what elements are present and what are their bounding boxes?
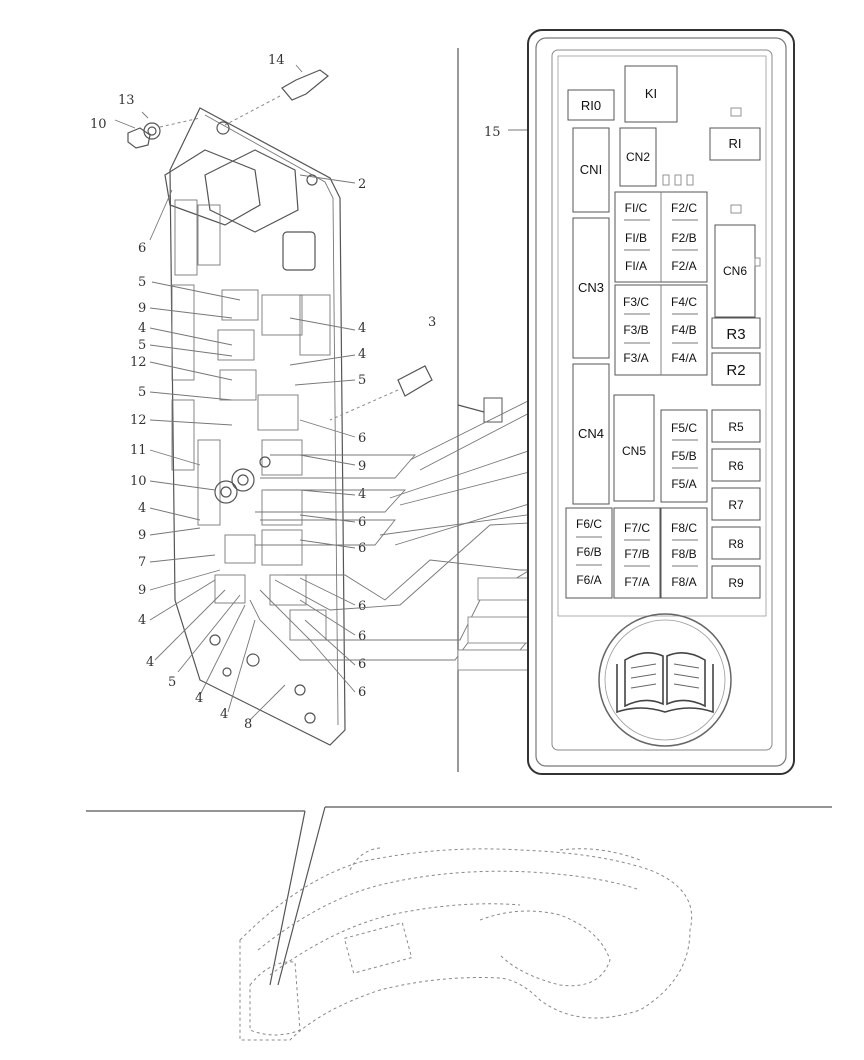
relay-block-2 bbox=[204, 149, 299, 233]
relay-r6: R6 bbox=[728, 459, 744, 473]
callout-5-d: 5 bbox=[168, 675, 176, 690]
callout-6-h: 6 bbox=[358, 685, 366, 700]
callout-5-c: 5 bbox=[138, 385, 146, 400]
relay-stack bbox=[214, 289, 331, 641]
fuse-f5c: F5/C bbox=[671, 421, 697, 435]
callout-9-d: 9 bbox=[358, 459, 366, 474]
callout-6-g: 6 bbox=[358, 657, 366, 672]
callout-2: 2 bbox=[358, 177, 366, 192]
fuse-f7c: F7/C bbox=[624, 521, 650, 535]
fuse-f4a: F4/A bbox=[671, 351, 696, 365]
separator-notch bbox=[457, 404, 485, 413]
fuse-f8b: F8/B bbox=[671, 547, 696, 561]
screw-3 bbox=[397, 365, 433, 397]
callout-4-i: 4 bbox=[358, 487, 366, 502]
location-view bbox=[86, 806, 832, 1041]
callout-5-e: 5 bbox=[358, 373, 366, 388]
callout-4-f: 4 bbox=[220, 707, 228, 722]
fuse-f5a: F5/A bbox=[671, 477, 696, 491]
callout-12-a: 12 bbox=[130, 355, 147, 370]
fuse-f3c: F3/C bbox=[623, 295, 649, 309]
callout-7: 7 bbox=[138, 555, 146, 570]
fuse-f7b: F7/B bbox=[624, 547, 649, 561]
fuse-panel: RI0 KI RI CNI CN2 CN3 CN4 CN5 CN6 FI/C F… bbox=[527, 29, 795, 775]
relay-k1: KI bbox=[645, 86, 657, 101]
callout-6-e: 6 bbox=[358, 599, 366, 614]
fuse-f3b: F3/B bbox=[623, 323, 648, 337]
relay-r8: R8 bbox=[728, 537, 744, 551]
callout-3: 3 bbox=[428, 315, 436, 330]
callout-9-c: 9 bbox=[138, 583, 146, 598]
relay-r2: R2 bbox=[726, 362, 745, 379]
dashboard-outline bbox=[239, 847, 693, 1041]
callout-4-d: 4 bbox=[146, 655, 154, 670]
connector-cn2: CN2 bbox=[626, 150, 650, 164]
fuse-f6a: F6/A bbox=[576, 573, 601, 587]
connector-cn6: CN6 bbox=[723, 264, 747, 278]
fuse-f6c: F6/C bbox=[576, 517, 602, 531]
relay-r7: R7 bbox=[728, 498, 744, 512]
leader-lines bbox=[114, 64, 530, 721]
fuse-f3a: F3/A bbox=[623, 351, 648, 365]
fuse-f5b: F5/B bbox=[671, 449, 696, 463]
callout-4-h: 4 bbox=[358, 347, 366, 362]
callout-6-b: 6 bbox=[358, 431, 366, 446]
callout-6-c: 6 bbox=[358, 515, 366, 530]
relay-block-top bbox=[164, 149, 261, 226]
read-manual-icon bbox=[598, 613, 732, 747]
callout-9-b: 9 bbox=[138, 528, 146, 543]
fuse-f8a: F8/A bbox=[671, 575, 696, 589]
fuse-f2a: F2/A bbox=[671, 259, 696, 273]
fuse-f8c: F8/C bbox=[671, 521, 697, 535]
fuse-f2c: F2/C bbox=[671, 201, 697, 215]
fuse-f4c: F4/C bbox=[671, 295, 697, 309]
callout-4-e: 4 bbox=[195, 691, 203, 706]
callout-4-c: 4 bbox=[138, 613, 146, 628]
callout-5-b: 5 bbox=[138, 338, 146, 353]
callout-6-d: 6 bbox=[358, 541, 366, 556]
callout-8: 8 bbox=[244, 717, 252, 732]
relay-r1: RI bbox=[729, 136, 742, 151]
connector-slot bbox=[282, 231, 316, 271]
callout-14: 14 bbox=[268, 53, 285, 68]
relay-r9: R9 bbox=[728, 576, 744, 590]
callout-9-a: 9 bbox=[138, 301, 146, 316]
connector-cn1: CNI bbox=[580, 162, 602, 177]
fuse-f7a: F7/A bbox=[624, 575, 649, 589]
fuse-f1b: FI/B bbox=[625, 231, 647, 245]
callout-6-left: 6 bbox=[138, 241, 146, 256]
callout-4-g: 4 bbox=[358, 321, 366, 336]
fuse-f6b: F6/B bbox=[576, 545, 601, 559]
fuse-board-assembly bbox=[127, 69, 433, 746]
connector-cn5: CN5 bbox=[622, 444, 646, 458]
callout-12-b: 12 bbox=[130, 413, 147, 428]
washer-13 bbox=[143, 122, 161, 140]
fuse-f1a: FI/A bbox=[625, 259, 647, 273]
relay-r3: R3 bbox=[726, 326, 745, 343]
connector-cn3: CN3 bbox=[578, 280, 604, 295]
callout-13: 13 bbox=[118, 93, 135, 108]
callout-5-a: 5 bbox=[138, 275, 146, 290]
callout-4-b: 4 bbox=[138, 501, 146, 516]
callout-4-a: 4 bbox=[138, 321, 146, 336]
stud-14 bbox=[281, 69, 329, 101]
fuse-f2b: F2/B bbox=[671, 231, 696, 245]
callout-11: 11 bbox=[130, 443, 147, 458]
callout-10: 10 bbox=[90, 117, 107, 132]
relay-r10: RI0 bbox=[581, 98, 601, 113]
nut-10 bbox=[127, 127, 151, 149]
fuse-f4b: F4/B bbox=[671, 323, 696, 337]
callout-15: 15 bbox=[484, 125, 501, 140]
fuse-rows-left bbox=[171, 199, 221, 526]
callout-10-b: 10 bbox=[130, 474, 147, 489]
relay-r5: R5 bbox=[728, 420, 744, 434]
fuse-f1c: FI/C bbox=[625, 201, 648, 215]
callout-6-f: 6 bbox=[358, 629, 366, 644]
board-edge bbox=[204, 114, 339, 726]
connector-cn4: CN4 bbox=[578, 426, 604, 441]
